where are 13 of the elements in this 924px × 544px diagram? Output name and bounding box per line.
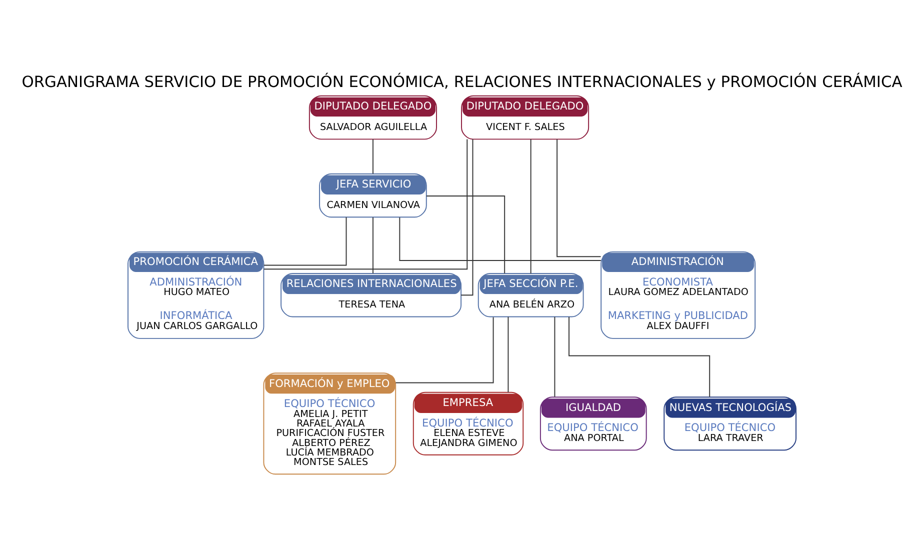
connector <box>530 138 532 274</box>
connector <box>508 316 509 392</box>
connector <box>554 316 556 397</box>
connector <box>264 216 347 266</box>
connector <box>263 138 468 270</box>
connector <box>426 195 506 274</box>
diagram-title: ORGANIGRAMA SERVICIO DE PROMOCIÓN ECONÓMICA, RELACIONES INTERNACIONALES y PROMOCIÓN CERÁMICA <box>22 72 902 91</box>
connector <box>395 316 494 383</box>
connector <box>372 216 374 274</box>
connector <box>556 138 602 257</box>
connector <box>399 216 602 260</box>
connector <box>568 316 710 397</box>
connector <box>372 138 374 174</box>
